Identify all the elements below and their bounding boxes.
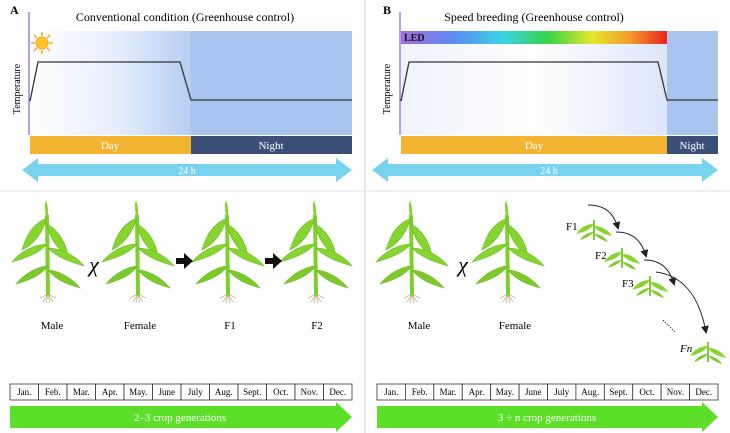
led-label: LED: [404, 33, 425, 44]
panel-b-month-label: Sept.: [609, 387, 627, 397]
generation-arrow-1: [587, 204, 621, 230]
panel-a-month-label: June: [159, 387, 176, 397]
plant-label-male-a: Male: [41, 320, 64, 332]
panel-a-month-label: May.: [129, 387, 147, 397]
plant-f2-a: [278, 198, 354, 305]
panel-a-month-label: July: [188, 387, 204, 397]
plant-label-f2-a: F2: [311, 320, 323, 332]
ellipsis-dots: .......: [660, 314, 680, 334]
panel-b-month-label: Apr.: [469, 387, 485, 397]
sun-icon: [31, 32, 53, 54]
panel-a-24h-label: 24 h: [178, 166, 196, 177]
plant-male-b: [374, 198, 450, 305]
panel-a-month-label: Apr.: [102, 387, 118, 397]
panel-b-month-label: May.: [496, 387, 514, 397]
plant-male-a: [10, 198, 86, 305]
panel-a-night-bar: [191, 136, 352, 154]
panel-b-24h-arrow: [372, 158, 718, 182]
panel-a-24h-arrow: [22, 158, 352, 182]
panel-a-day-bar: [30, 136, 191, 154]
panel-b-month-cell: [689, 383, 719, 401]
panel-b-night-label: Night: [679, 140, 704, 152]
panel-b-temperature-curve: [400, 61, 718, 102]
plant-female-a: [100, 198, 176, 305]
plant-label-male-b: Male: [408, 320, 431, 332]
panel-a-generations-label: 2–3 crop generations: [134, 412, 226, 424]
panel-a-title: Conventional condition (Greenhouse contr…: [76, 10, 294, 24]
panel-a-month-label: Feb.: [45, 387, 61, 397]
panel-a-day-sky: [30, 31, 191, 135]
plant-f1-a: [190, 198, 266, 305]
generation-arrow-3: [643, 259, 677, 286]
panel-a-day-label: Day: [101, 140, 120, 152]
generation-arrow-n: [655, 271, 709, 334]
arrow-right-icon-a1: [176, 253, 193, 269]
panel-b-day-sky: [401, 31, 667, 135]
panel-a-month-cell: [323, 383, 353, 401]
panel-a-month-label: Sept.: [243, 387, 261, 397]
plant-female-b: [470, 198, 546, 305]
generation-label-f2: F2: [595, 250, 607, 262]
panel-b-title: Speed breeding (Greenhouse control): [444, 10, 624, 24]
panel-b-day-label: Day: [525, 140, 544, 152]
panel-a-generations-arrow: [10, 402, 352, 432]
panel-b-day-bar: [401, 136, 667, 154]
led-bar: [401, 31, 667, 44]
generation-label-fn: Fn: [679, 343, 693, 355]
panel-a-night-label: Night: [258, 140, 283, 152]
seedling-fn: [689, 341, 727, 365]
panel-a-month-label: Dec.: [329, 387, 346, 397]
panel-b-month-label: Aug.: [581, 387, 599, 397]
panel-b-night-sky: [667, 31, 718, 135]
panel-a-letter: A: [10, 3, 19, 17]
generation-label-f3: F3: [622, 278, 634, 290]
panel-b-month-label: Jan.: [384, 387, 398, 397]
panel-b-month-label: July: [554, 387, 570, 397]
panel-a-temperature-curve: [29, 61, 352, 102]
seedling-f2: [603, 247, 641, 271]
panel-a: A Conventional condition (Greenhouse con…: [9, 3, 354, 432]
plant-label-f1-a: F1: [224, 320, 236, 332]
panel-b-month-label: Feb.: [412, 387, 428, 397]
panel-b-month-row: Jan. Feb. Mar. Apr. May. June July Aug. Sept. Oct…: [376, 383, 719, 401]
panel-b-ylabel: Temperature: [382, 63, 393, 114]
panel-a-month-label: Jan.: [17, 387, 31, 397]
panel-b: B Speed breeding (Greenhouse control) Te…: [372, 3, 727, 432]
panel-a-ylabel: Temperature: [12, 63, 23, 114]
panel-b-generations-arrow: [377, 402, 718, 432]
panel-a-month-label: Mar.: [73, 387, 90, 397]
panel-b-generations-label: 3 ÷ n crop generations: [498, 412, 596, 424]
panel-b-month-label: Mar.: [440, 387, 457, 397]
generation-arrow-2: [615, 231, 649, 258]
panel-a-month-label: Oct.: [273, 387, 288, 397]
panel-b-month-label: June: [525, 387, 542, 397]
panel-b-letter: B: [383, 3, 391, 17]
cross-icon-b: χ: [456, 252, 469, 277]
arrow-right-icon-a2: [265, 253, 282, 269]
panel-b-month-label: Nov.: [667, 387, 684, 397]
panel-b-month-label: Dec.: [695, 387, 712, 397]
cross-icon-a: χ: [87, 252, 100, 277]
plant-label-female-a: Female: [124, 320, 156, 332]
panel-a-month-label: Aug.: [215, 387, 233, 397]
seedling-f1: [575, 219, 613, 243]
panel-a-month-label: Nov.: [301, 387, 318, 397]
panel-b-month-label: Oct.: [639, 387, 654, 397]
seedling-f3: [631, 275, 669, 299]
panel-b-24h-label: 24 h: [540, 166, 558, 177]
panel-a-month-row: Jan. Feb. Mar. Apr. May. June July Aug. Sept. Oct…: [9, 383, 353, 401]
plant-label-female-b: Female: [499, 320, 531, 332]
panel-a-night-sky: [191, 31, 352, 135]
generation-label-f1: F1: [566, 221, 578, 233]
panel-b-night-bar: [667, 136, 718, 154]
